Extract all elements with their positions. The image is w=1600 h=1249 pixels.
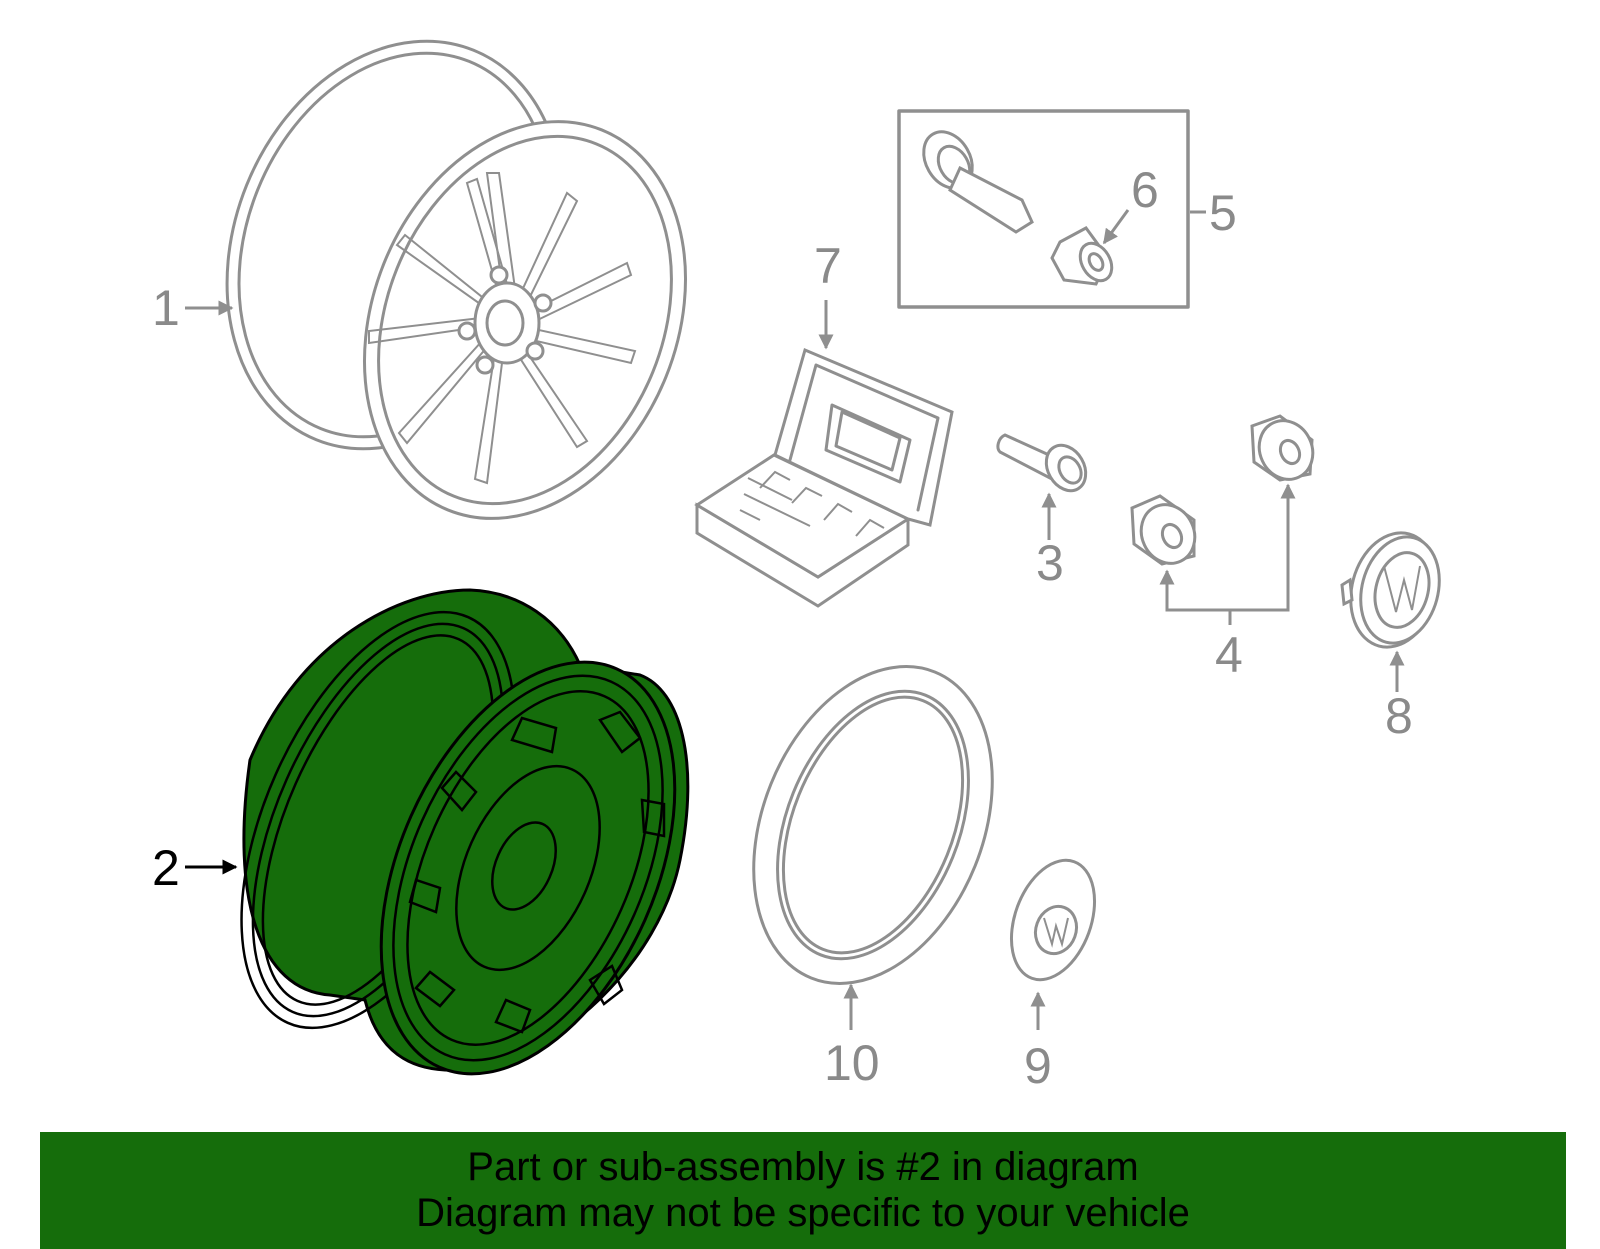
callout-10: 10: [824, 1035, 880, 1091]
center-cap-part-8[interactable]: [1338, 523, 1450, 657]
callout-9: 9: [1024, 1038, 1052, 1094]
callout-8: 8: [1385, 688, 1413, 744]
banner-line-disclaimer: Diagram may not be specific to your vehi…: [416, 1191, 1190, 1235]
callout-2: 2: [152, 840, 180, 896]
callout-7: 7: [814, 238, 842, 294]
lock-key-socket-part-6[interactable]: [1050, 226, 1118, 286]
callout-1: 1: [152, 280, 180, 336]
callout-6: 6: [1131, 162, 1159, 218]
vw-logo-icon: [1383, 565, 1421, 613]
wheel-bolt-part-3[interactable]: [996, 433, 1094, 498]
wheel-nut-part-4[interactable]: [1130, 412, 1322, 572]
steel-wheel-part-2[interactable]: [185, 572, 733, 1120]
locking-bolt-kit-part-5[interactable]: [897, 109, 1190, 309]
callout-5: 5: [1209, 185, 1237, 241]
highlight-info-banner: Part or sub-assembly is #2 in diagram Di…: [40, 1132, 1566, 1249]
vw-logo-icon: [1043, 917, 1069, 948]
hub-cap-part-9[interactable]: [996, 849, 1110, 992]
lock-bolt-icon: [922, 130, 1034, 234]
banner-line-part-number: Part or sub-assembly is #2 in diagram: [467, 1145, 1139, 1189]
callout-4: 4: [1215, 627, 1243, 683]
callout-3: 3: [1036, 535, 1064, 591]
trim-ring-part-10[interactable]: [709, 631, 1037, 1019]
leader-line-6: [1102, 209, 1130, 245]
tool-kit-part-7[interactable]: [694, 347, 954, 608]
alloy-wheel-part-1[interactable]: [168, 0, 743, 567]
